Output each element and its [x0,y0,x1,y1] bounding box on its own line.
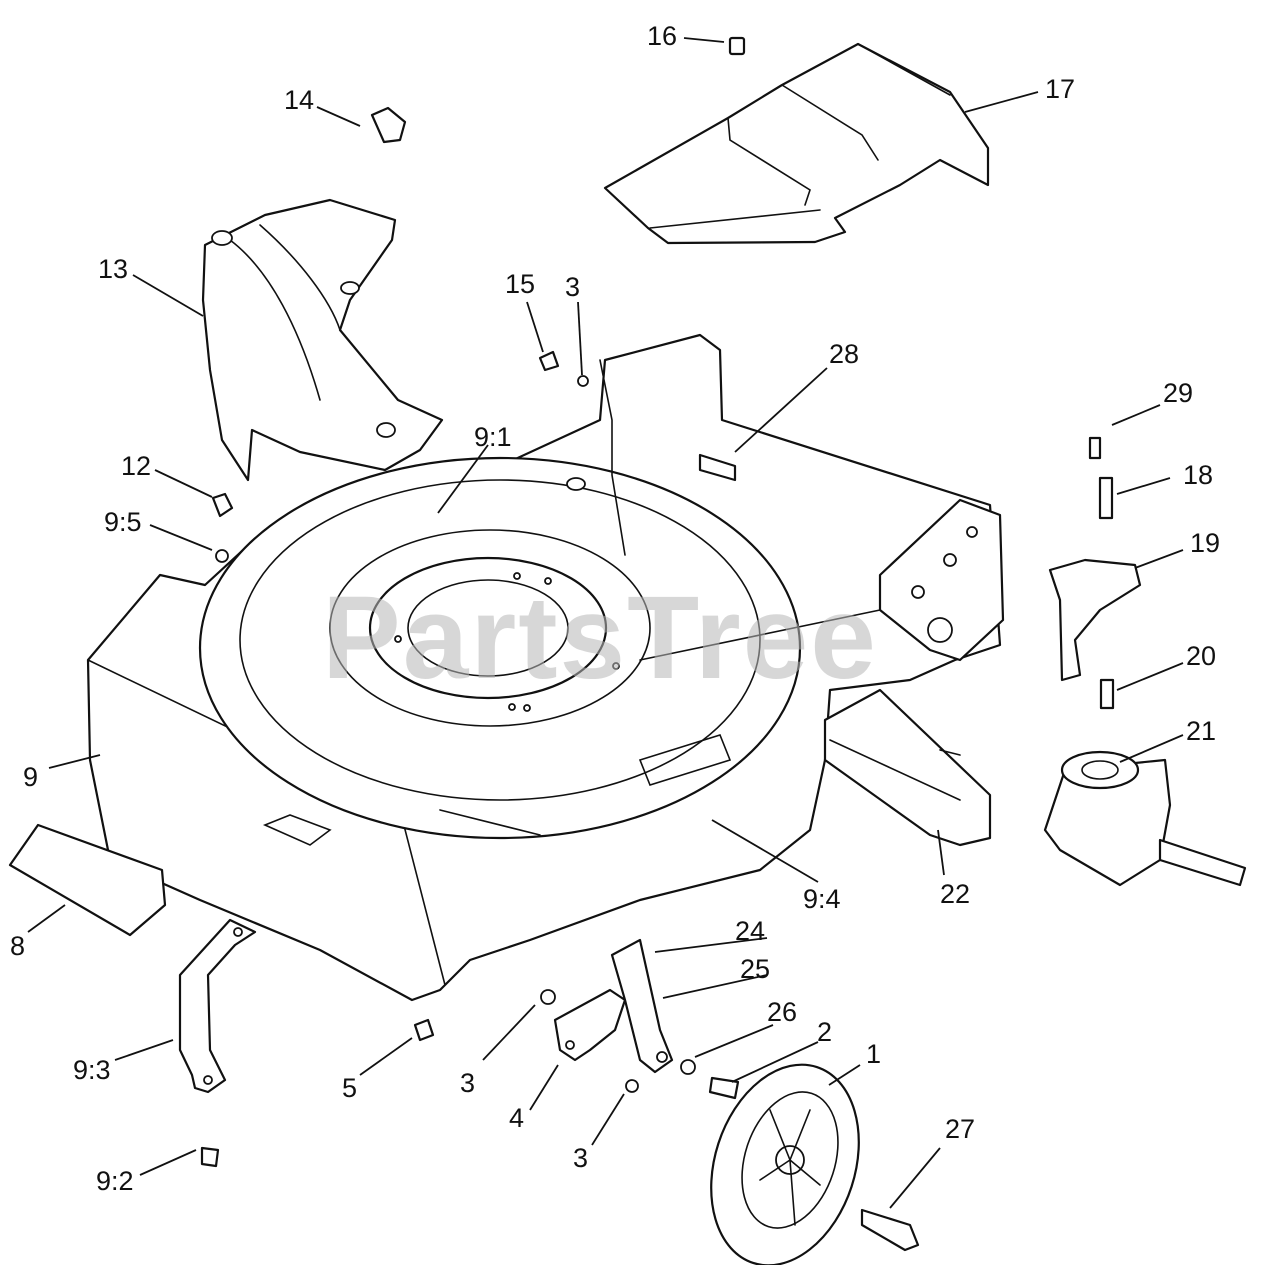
callout-12: 12 [121,451,151,481]
decal-label-part [8,823,167,937]
callout-18: 18 [1183,460,1213,490]
wheel-bracket-part [553,938,674,1074]
callout-3-mid: 3 [460,1068,475,1098]
callout-3-bottom: 3 [573,1143,588,1173]
callout-2: 2 [817,1017,832,1047]
callout-20: 20 [1186,641,1216,671]
callout-labels: 16 17 14 13 15 3 28 29 9:1 12 18 9:5 19 … [10,21,1220,1196]
callout-9-1: 9:1 [474,422,512,452]
callout-14: 14 [284,85,314,115]
callout-27: 27 [945,1114,975,1144]
callout-13: 13 [98,254,128,284]
callout-29: 29 [1163,378,1193,408]
callout-5: 5 [342,1073,357,1103]
callout-19: 19 [1190,528,1220,558]
callout-9-4: 9:4 [803,884,841,914]
pulley-hardware [1048,436,1142,710]
callout-9-2: 9:2 [96,1166,134,1196]
callout-9: 9 [23,762,38,792]
deck-side-plate [878,498,1005,662]
callout-8: 8 [10,931,25,961]
callout-28: 28 [829,339,859,369]
chute-cover-part [201,198,444,482]
callout-9-3: 9:3 [73,1055,111,1085]
callout-25: 25 [740,954,770,984]
callout-3-top: 3 [565,272,580,302]
baffle-bracket-part [178,918,257,1094]
callout-15: 15 [505,269,535,299]
callout-16: 16 [647,21,677,51]
watermark-text: PartsTree [322,572,878,704]
rear-axle-channel-part [823,688,992,847]
callout-4: 4 [509,1103,524,1133]
gearbox-part [1043,750,1247,887]
callout-1: 1 [866,1039,881,1069]
callout-24: 24 [735,916,765,946]
small-hardware [200,36,920,1252]
callout-9-5: 9:5 [104,507,142,537]
callout-26: 26 [767,997,797,1027]
callout-22: 22 [940,879,970,909]
wheel-part [710,1063,860,1265]
leader-lines [27,37,1184,1209]
callout-17: 17 [1045,74,1075,104]
callout-21: 21 [1186,716,1216,746]
rear-cover-part [603,42,990,245]
mower-deck-part [86,333,1002,1002]
